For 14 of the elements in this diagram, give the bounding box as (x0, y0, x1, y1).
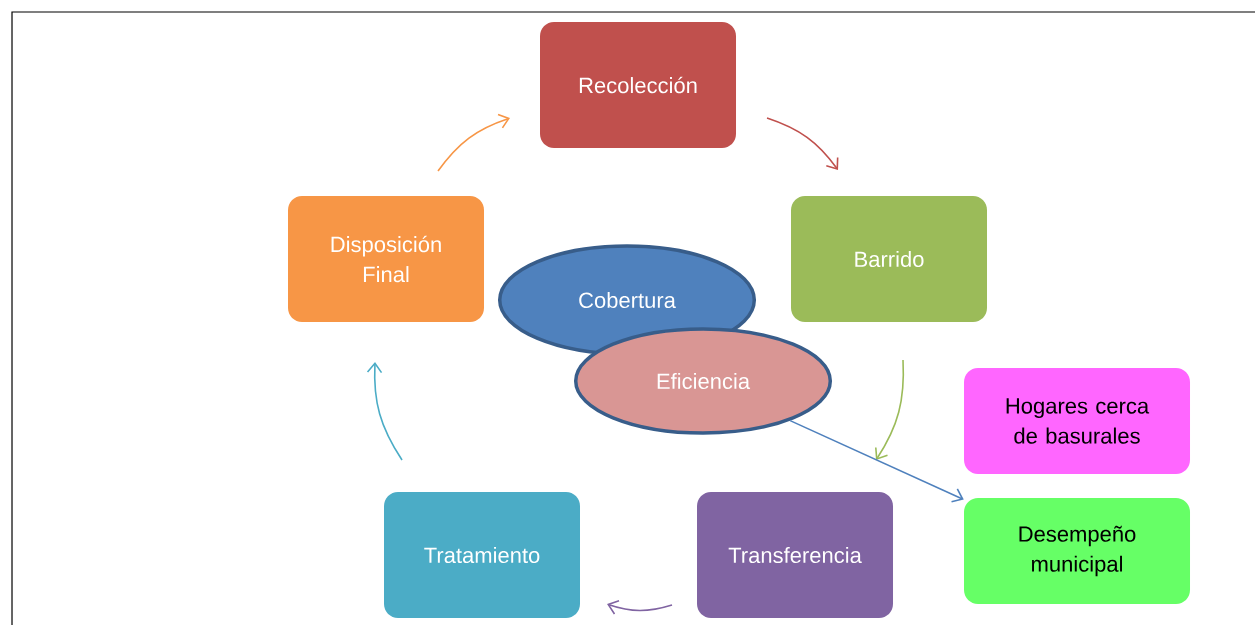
arrow (789, 419, 964, 503)
arrow (366, 362, 403, 461)
arrow (607, 599, 673, 615)
label-box: Hogares cerca de basurales (964, 368, 1190, 474)
label-box: Desempeño municipal (964, 498, 1190, 604)
oval: Eficiencia (574, 327, 833, 435)
arrow (437, 113, 510, 172)
process-box: Tratamiento (384, 492, 580, 618)
process-box: Transferencia (697, 492, 893, 618)
arrow (766, 117, 839, 170)
process-box: Disposición Final (288, 196, 484, 322)
process-box: Recolección (540, 22, 736, 148)
arrow (874, 359, 905, 460)
process-box: Barrido (791, 196, 987, 322)
